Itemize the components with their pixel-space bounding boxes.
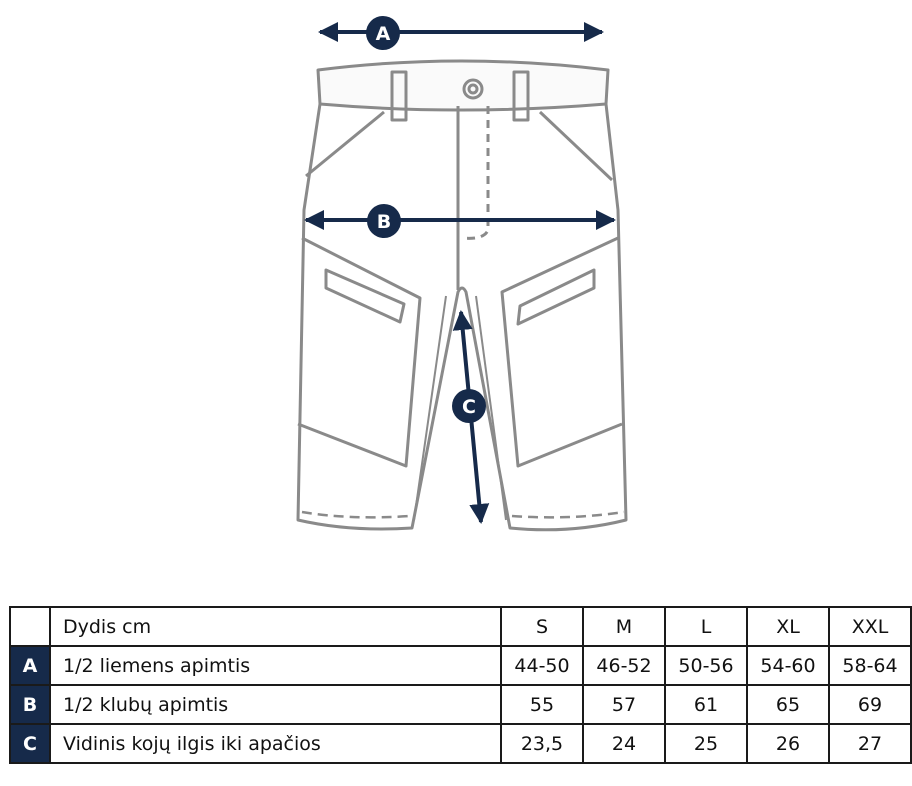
table-cell: 26 bbox=[746, 723, 830, 764]
row-letter-c: C bbox=[9, 723, 51, 764]
table-header-row: Dydis cm S M L XL XXL bbox=[9, 606, 912, 647]
row-label: 1/2 liemens apimtis bbox=[49, 645, 502, 686]
table-cell: 25 bbox=[664, 723, 748, 764]
table-cell: 50-56 bbox=[664, 645, 748, 686]
table-cell: 57 bbox=[582, 684, 666, 725]
table-cell: 46-52 bbox=[582, 645, 666, 686]
header-size-l: L bbox=[664, 606, 748, 647]
table-row: B 1/2 klubų apimtis 55 57 61 65 69 bbox=[9, 684, 912, 725]
table-cell: 69 bbox=[828, 684, 912, 725]
header-size-m: M bbox=[582, 606, 666, 647]
row-label: Vidinis kojų ilgis iki apačios bbox=[49, 723, 502, 764]
measure-c: C bbox=[452, 310, 490, 524]
header-size-xxl: XXL bbox=[828, 606, 912, 647]
header-size-s: S bbox=[500, 606, 584, 647]
marker-a-label: A bbox=[376, 23, 391, 45]
table-cell: 23,5 bbox=[500, 723, 584, 764]
row-letter-b: B bbox=[9, 684, 51, 725]
table-row: A 1/2 liemens apimtis 44-50 46-52 50-56 … bbox=[9, 645, 912, 686]
measure-b: B bbox=[304, 204, 616, 238]
table-cell: 61 bbox=[664, 684, 748, 725]
marker-a-icon bbox=[366, 16, 400, 50]
table-row: C Vidinis kojų ilgis iki apačios 23,5 24… bbox=[9, 723, 912, 764]
size-table: Dydis cm S M L XL XXL A 1/2 liemens apim… bbox=[9, 606, 912, 764]
marker-c-icon bbox=[452, 389, 486, 423]
table-cell: 55 bbox=[500, 684, 584, 725]
shorts-outline bbox=[296, 59, 628, 532]
table-cell: 58-64 bbox=[828, 645, 912, 686]
table-cell: 27 bbox=[828, 723, 912, 764]
row-label: 1/2 klubų apimtis bbox=[49, 684, 502, 725]
table-corner-cell bbox=[9, 606, 51, 647]
table-cell: 54-60 bbox=[746, 645, 830, 686]
header-size-xl: XL bbox=[746, 606, 830, 647]
table-cell: 24 bbox=[582, 723, 666, 764]
table-cell: 44-50 bbox=[500, 645, 584, 686]
header-label: Dydis cm bbox=[49, 606, 502, 647]
shorts-size-diagram: A B C bbox=[296, 16, 628, 532]
marker-b-label: B bbox=[377, 211, 391, 233]
row-letter-a: A bbox=[9, 645, 51, 686]
measure-a: A bbox=[318, 16, 604, 50]
marker-c-label: C bbox=[462, 396, 476, 418]
table-cell: 65 bbox=[746, 684, 830, 725]
marker-b-icon bbox=[367, 204, 401, 238]
